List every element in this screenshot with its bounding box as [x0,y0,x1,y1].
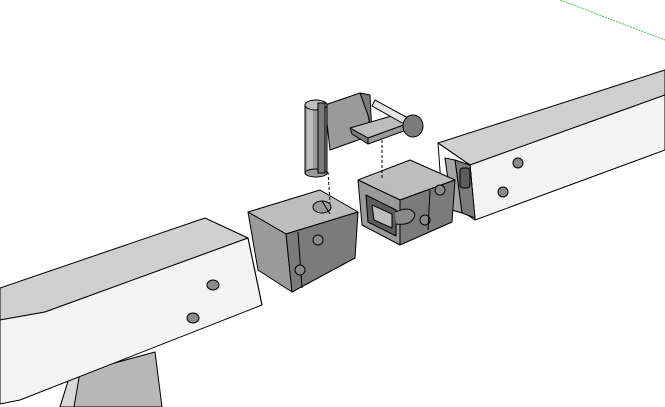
left-beam-hole-upper [206,279,220,291]
latch-knob [402,114,424,138]
alignment-guide-left [327,171,331,204]
support-leg[interactable] [59,351,163,407]
left-beam-hole-lower [186,312,200,324]
left-block-hole-lower [294,264,306,276]
left-beam[interactable] [0,217,263,405]
right-beam-hole-upper [512,157,524,169]
left-block-hole-upper [312,234,324,246]
right-beam-hole-lower [497,186,509,198]
left-connector-block[interactable] [247,189,359,293]
green-axis-line [559,0,665,41]
hinge-pin-latch[interactable] [304,92,424,178]
right-block-hole-lower [419,214,431,226]
right-connector-block[interactable] [357,159,456,246]
right-block-hole-upper [434,184,446,196]
